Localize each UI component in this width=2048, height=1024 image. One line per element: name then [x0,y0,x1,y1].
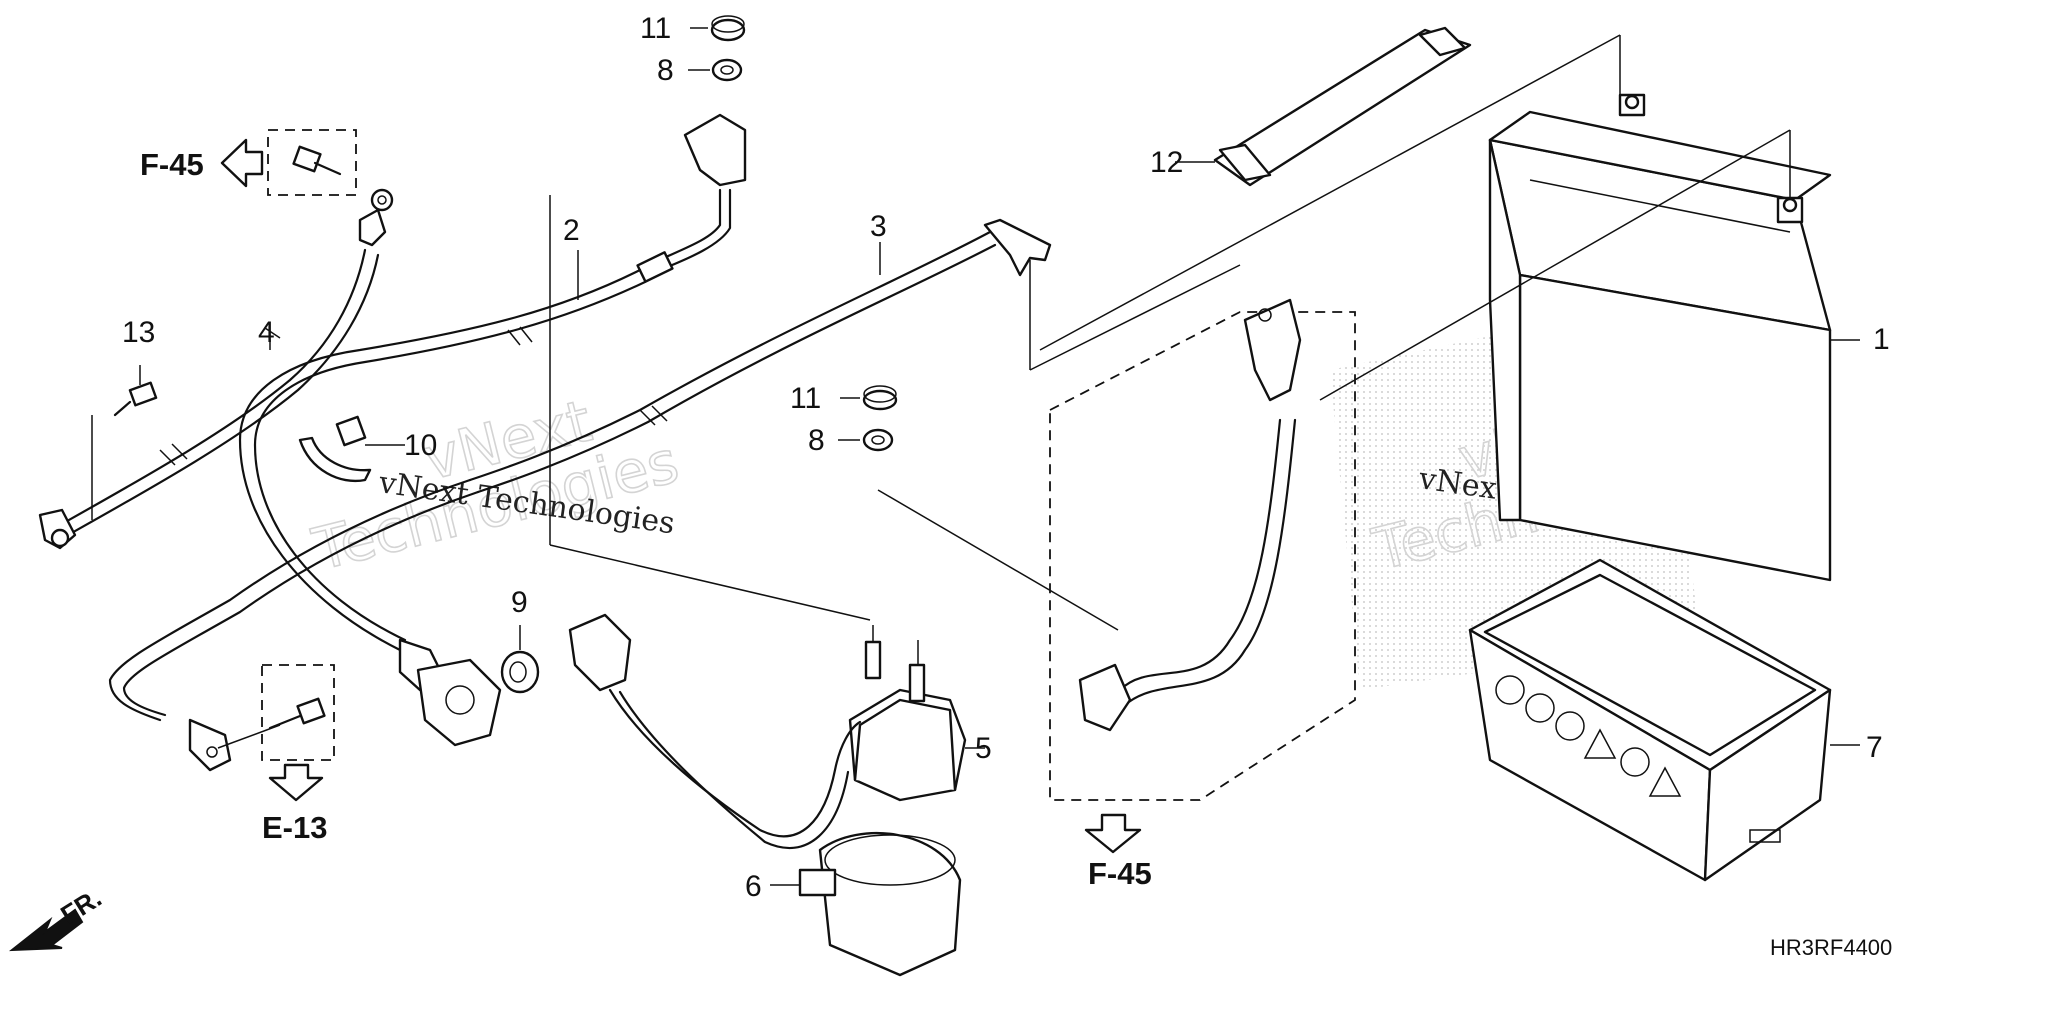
callout-9: 9 [511,586,528,619]
dashed-group-left [267,129,357,196]
callout-1: 1 [1873,323,1890,356]
battery [1039,34,1860,582]
ref-arrow-f45-center [1084,813,1142,854]
nut-top [690,15,746,42]
relay-holder [770,831,962,977]
cable-2 [238,113,871,747]
nut-center [840,385,898,411]
callout-4: 4 [258,316,275,349]
cable-tie-10 [298,415,405,483]
callout-10: 10 [404,429,437,462]
ref-label-e13: E-13 [262,810,327,845]
callout-8-center: 8 [808,424,825,457]
negative-cable [1078,298,1302,732]
cable-4 [38,188,394,550]
callout-11-center: 11 [790,382,821,415]
grommet-9 [500,625,540,694]
bolt-13 [113,365,158,417]
ref-arrow-f45-left [220,138,264,188]
callout-7: 7 [1866,731,1883,764]
cable-3 [108,218,1241,772]
callout-8-top: 8 [657,54,674,87]
callout-2: 2 [563,214,580,247]
callout-5: 5 [975,732,992,765]
flange-bolt-lower [268,697,326,730]
ref-arrow-e13 [268,763,324,802]
callout-3: 3 [870,210,887,243]
ref-label-f45-center: F-45 [1088,856,1152,891]
diagram-code: HR3RF4400 [1770,935,1892,960]
battery-strap [1175,26,1472,187]
front-direction-arrow [8,908,84,952]
ref-label-f45-left: F-45 [140,147,204,182]
starter-relay [568,613,985,849]
callout-6: 6 [745,870,762,903]
dashed-group-lower [261,664,335,761]
battery-box [1468,558,1860,882]
dashed-group-center [1049,311,1356,801]
callout-13: 13 [122,316,155,349]
washer-top [688,58,743,82]
callout-12: 12 [1150,146,1183,179]
callout-11-top: 11 [640,12,671,45]
flange-bolt-left [292,145,342,176]
washer-center [838,428,1119,631]
